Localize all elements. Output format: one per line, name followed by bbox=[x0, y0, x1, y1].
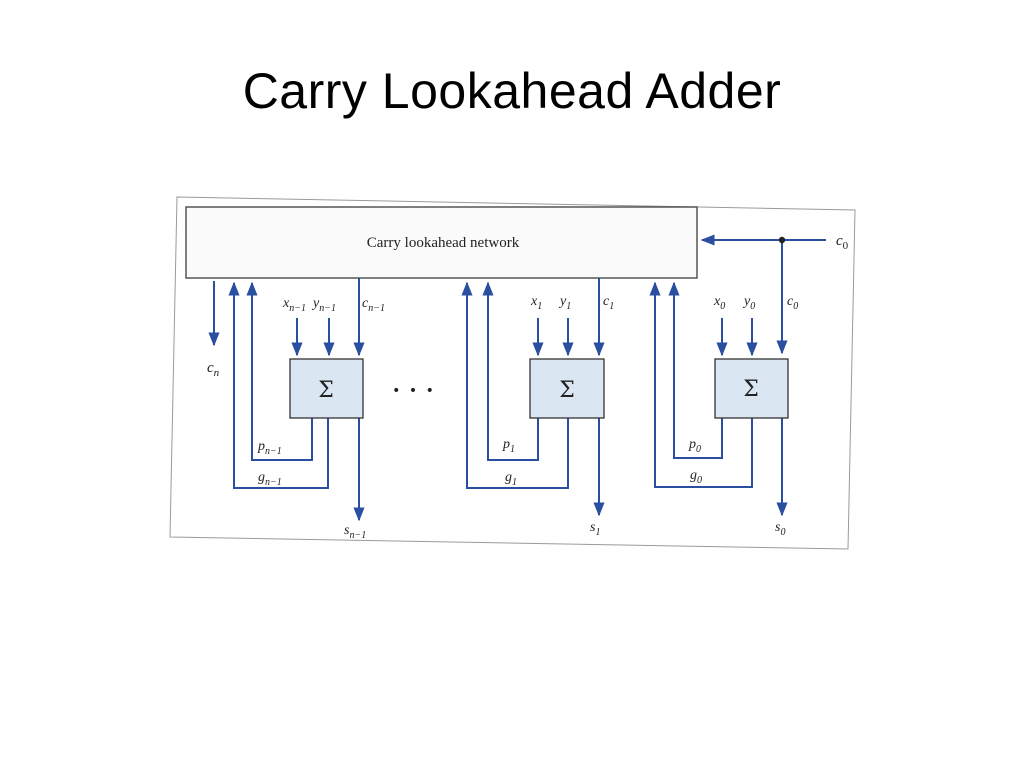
s-label: s1 bbox=[590, 520, 600, 538]
s-label: s0 bbox=[775, 520, 785, 538]
figure-frame bbox=[169, 196, 856, 550]
p-label: p0 bbox=[688, 437, 701, 455]
stage-0: Σ x0 y0 c0 p0 g0 s0 bbox=[649, 281, 798, 538]
y-label: y0 bbox=[742, 294, 755, 312]
s-label: sn−1 bbox=[344, 523, 366, 541]
c-label: c1 bbox=[603, 294, 614, 312]
x-label: x1 bbox=[530, 294, 542, 312]
carry-in-wire bbox=[700, 234, 826, 355]
c-label: cn−1 bbox=[362, 296, 385, 314]
p-label: pn−1 bbox=[257, 439, 282, 457]
carry-out-label: cn bbox=[207, 360, 220, 379]
stage-1: Σ x1 y1 c1 p1 g1 s1 bbox=[461, 278, 614, 538]
network-label: Carry lookahead network bbox=[367, 235, 520, 251]
c-label: c0 bbox=[787, 294, 798, 312]
sum-block-0 bbox=[714, 358, 789, 419]
slide-title: Carry Lookahead Adder bbox=[242, 63, 782, 119]
x-label: xn−1 bbox=[282, 296, 306, 314]
y-label: yn−1 bbox=[311, 296, 336, 314]
stage-n-1: Σ cn xn−1 yn−1 cn−1 pn−1 gn−1 sn−1 bbox=[207, 278, 385, 541]
sigma-icon: Σ bbox=[318, 378, 334, 403]
sigma-icon: Σ bbox=[743, 377, 759, 402]
g-label: g1 bbox=[505, 470, 517, 488]
y-label: y1 bbox=[558, 294, 571, 312]
sum-block-n-1 bbox=[289, 358, 364, 419]
carry-lookahead-network-block bbox=[185, 206, 698, 279]
p-label: p1 bbox=[502, 437, 515, 455]
x-label: x0 bbox=[713, 294, 725, 312]
ellipsis: • • • bbox=[392, 383, 436, 399]
sum-block-1 bbox=[529, 358, 605, 419]
sigma-icon: Σ bbox=[559, 378, 575, 403]
g-label: gn−1 bbox=[258, 470, 282, 488]
junction-dot bbox=[778, 236, 786, 244]
carry-in-label: c0 bbox=[836, 233, 849, 252]
g-label: g0 bbox=[690, 468, 702, 486]
